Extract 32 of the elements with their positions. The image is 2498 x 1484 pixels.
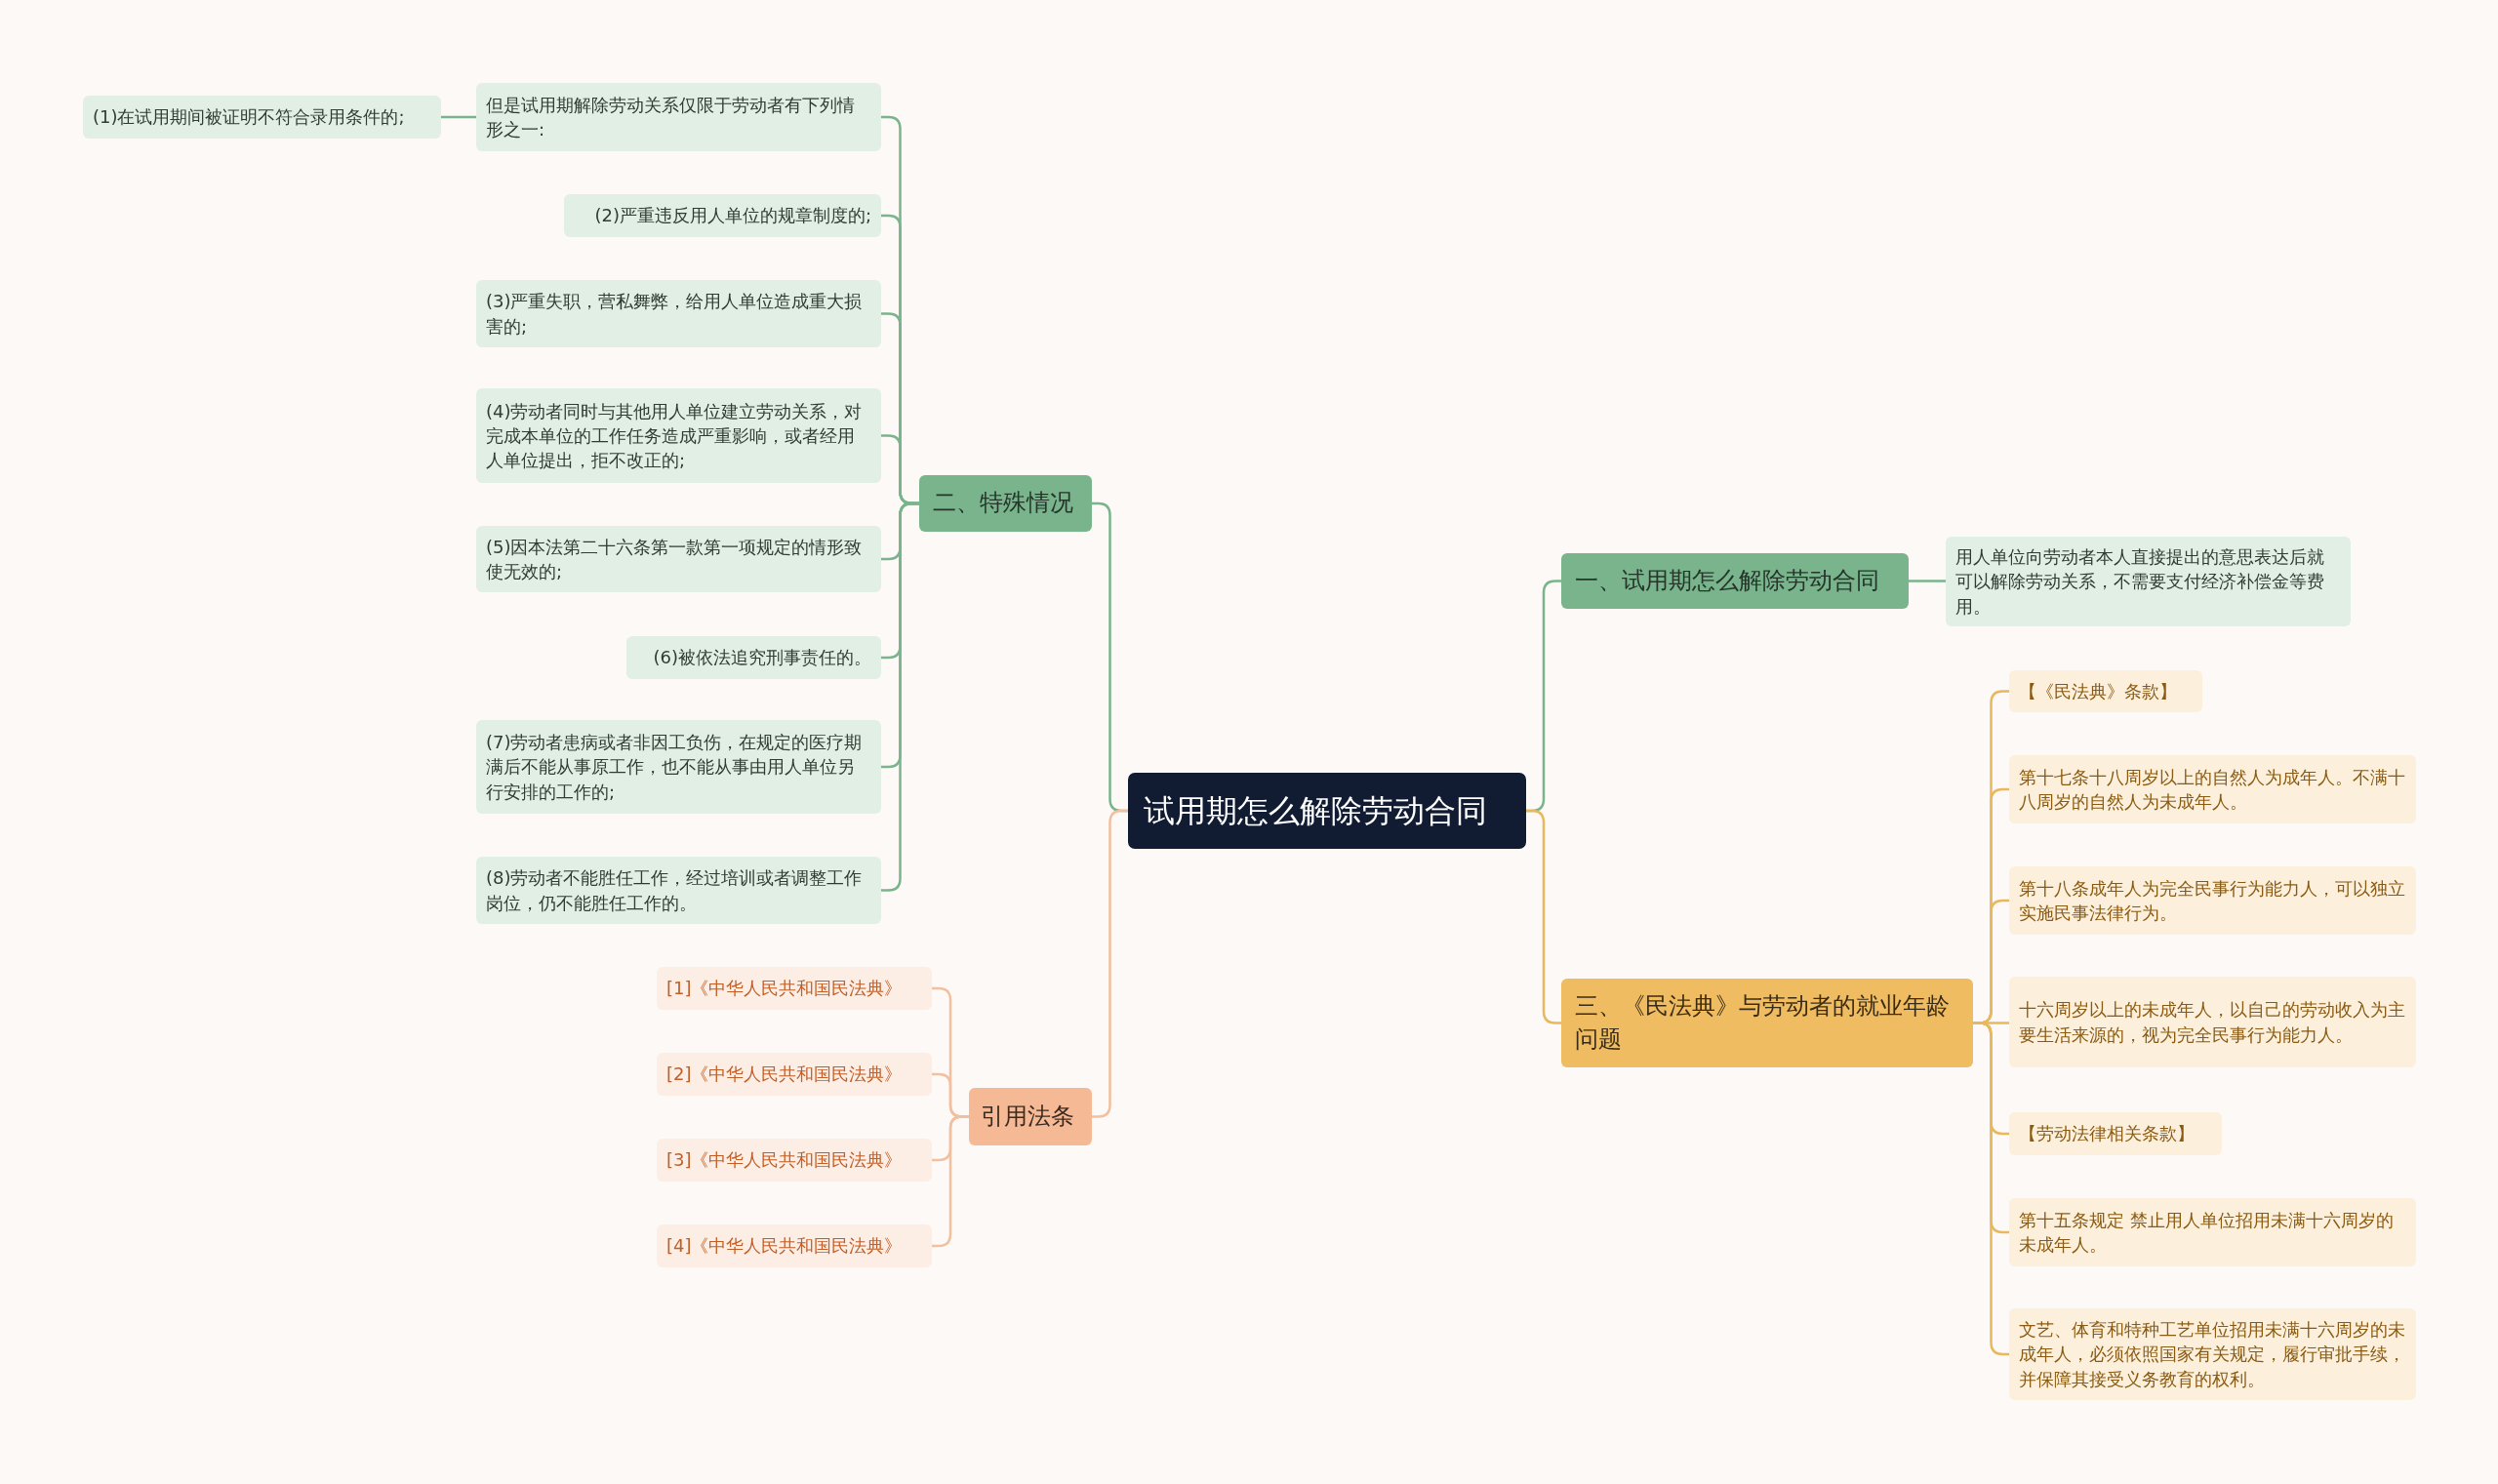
branch-topic: 一、试用期怎么解除劳动合同 <box>1561 553 1909 609</box>
leaf-topic: 十六周岁以上的未成年人，以自己的劳动收入为主要生活来源的，视为完全民事行为能力人。 <box>2009 977 2416 1067</box>
leaf-topic: (2)严重违反用人单位的规章制度的; <box>564 194 881 237</box>
leaf-topic: (4)劳动者同时与其他用人单位建立劳动关系，对完成本单位的工作任务造成严重影响，或者经用人单位提出，拒不改正的; <box>476 388 881 483</box>
citation-topic: [2]《中华人民共和国民法典》 <box>657 1053 932 1096</box>
leaf-topic: (8)劳动者不能胜任工作，经过培训或者调整工作岗位，仍不能胜任工作的。 <box>476 857 881 924</box>
branch-topic: 引用法条 <box>969 1088 1092 1145</box>
leaf-topic: 文艺、体育和特种工艺单位招用未满十六周岁的未成年人，必须依照国家有关规定，履行审批手续，并保障其接受义务教育的权利。 <box>2009 1308 2416 1400</box>
leaf-topic: (7)劳动者患病或者非因工负伤，在规定的医疗期满后不能从事原工作，也不能从事由用人单位另行安排的工作的; <box>476 720 881 814</box>
connector-line <box>932 1115 969 1248</box>
branch-topic: 三、《民法典》与劳动者的就业年龄问题 <box>1561 979 1973 1067</box>
leaf-topic: (1)在试用期间被证明不符合录用条件的; <box>83 96 441 139</box>
branch-topic: 二、特殊情况 <box>919 475 1092 532</box>
connector-line <box>881 501 919 892</box>
leaf-topic: 【劳动法律相关条款】 <box>2009 1112 2222 1155</box>
leaf-topic: 第十七条十八周岁以上的自然人为成年人。不满十八周岁的自然人为未成年人。 <box>2009 755 2416 823</box>
leaf-topic: 用人单位向劳动者本人直接提出的意思表达后就可以解除劳动关系，不需要支付经济补偿金等费用。 <box>1946 537 2351 626</box>
connector-line <box>1973 1022 2009 1356</box>
citation-topic: [1]《中华人民共和国民法典》 <box>657 967 932 1010</box>
leaf-topic: (3)严重失职，营私舞弊，给用人单位造成重大损害的; <box>476 280 881 347</box>
leaf-topic: 【《民法典》条款】 <box>2009 670 2202 712</box>
leaf-topic: (5)因本法第二十六条第一款第一项规定的情形致使无效的; <box>476 526 881 592</box>
leaf-topic: 第十五条规定 禁止用人单位招用未满十六周岁的未成年人。 <box>2009 1198 2416 1266</box>
connector-line <box>1909 580 1946 582</box>
leaf-topic: 第十八条成年人为完全民事行为能力人，可以独立实施民事法律行为。 <box>2009 866 2416 935</box>
leaf-topic: 但是试用期解除劳动关系仅限于劳动者有下列情形之一: <box>476 83 881 151</box>
central-topic: 试用期怎么解除劳动合同 <box>1128 773 1526 849</box>
connector-line <box>441 115 476 119</box>
citation-topic: [3]《中华人民共和国民法典》 <box>657 1139 932 1182</box>
citation-topic: [4]《中华人民共和国民法典》 <box>657 1224 932 1267</box>
connector-line <box>1092 809 1128 1118</box>
leaf-topic: (6)被依法追究刑事责任的。 <box>626 636 881 679</box>
